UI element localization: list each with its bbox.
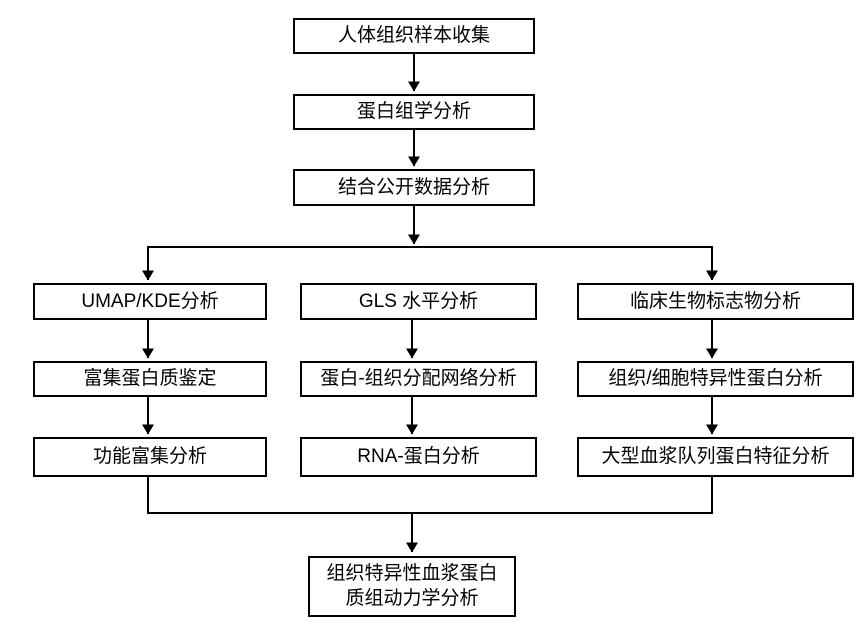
node-functional-enrichment: 功能富集分析	[33, 437, 267, 477]
node-proteomics-analysis: 蛋白组学分析	[293, 94, 535, 130]
node-protein-tissue-network: 蛋白-组织分配网络分析	[300, 361, 537, 397]
node-rna-protein-analysis: RNA-蛋白分析	[300, 437, 537, 477]
node-umap-kde-analysis: UMAP/KDE分析	[33, 283, 267, 320]
node-human-tissue-collection: 人体组织样本收集	[293, 18, 535, 54]
node-public-data-analysis: 结合公开数据分析	[293, 169, 535, 206]
final-node-line1: 组织特异性血浆蛋白	[326, 562, 498, 584]
node-enriched-protein-id: 富集蛋白质鉴定	[33, 361, 267, 397]
node-tissue-specific-plasma-kinetics: 组织特异性血浆蛋白 质组动力学分析	[308, 556, 516, 617]
node-large-plasma-cohort: 大型血浆队列蛋白特征分析	[577, 437, 854, 477]
node-tissue-cell-specific-protein: 组织/细胞特异性蛋白分析	[577, 361, 854, 397]
final-node-line2: 质组动力学分析	[345, 587, 479, 609]
node-clinical-biomarker-analysis: 临床生物标志物分析	[577, 283, 854, 320]
node-gls-level-analysis: GLS 水平分析	[300, 283, 537, 320]
